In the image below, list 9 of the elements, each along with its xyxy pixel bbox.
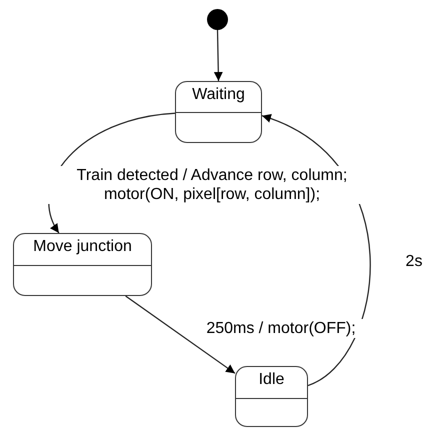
state-name: Waiting bbox=[191, 86, 246, 104]
state-box bbox=[13, 233, 152, 296]
transition-arrow bbox=[125, 296, 236, 374]
state-box bbox=[175, 81, 262, 143]
state-name: Move junction bbox=[32, 238, 133, 256]
state-name: Idle bbox=[258, 371, 286, 389]
state-box bbox=[235, 366, 308, 427]
transition-arrow bbox=[214, 30, 223, 82]
initial-state-dot bbox=[207, 9, 228, 30]
